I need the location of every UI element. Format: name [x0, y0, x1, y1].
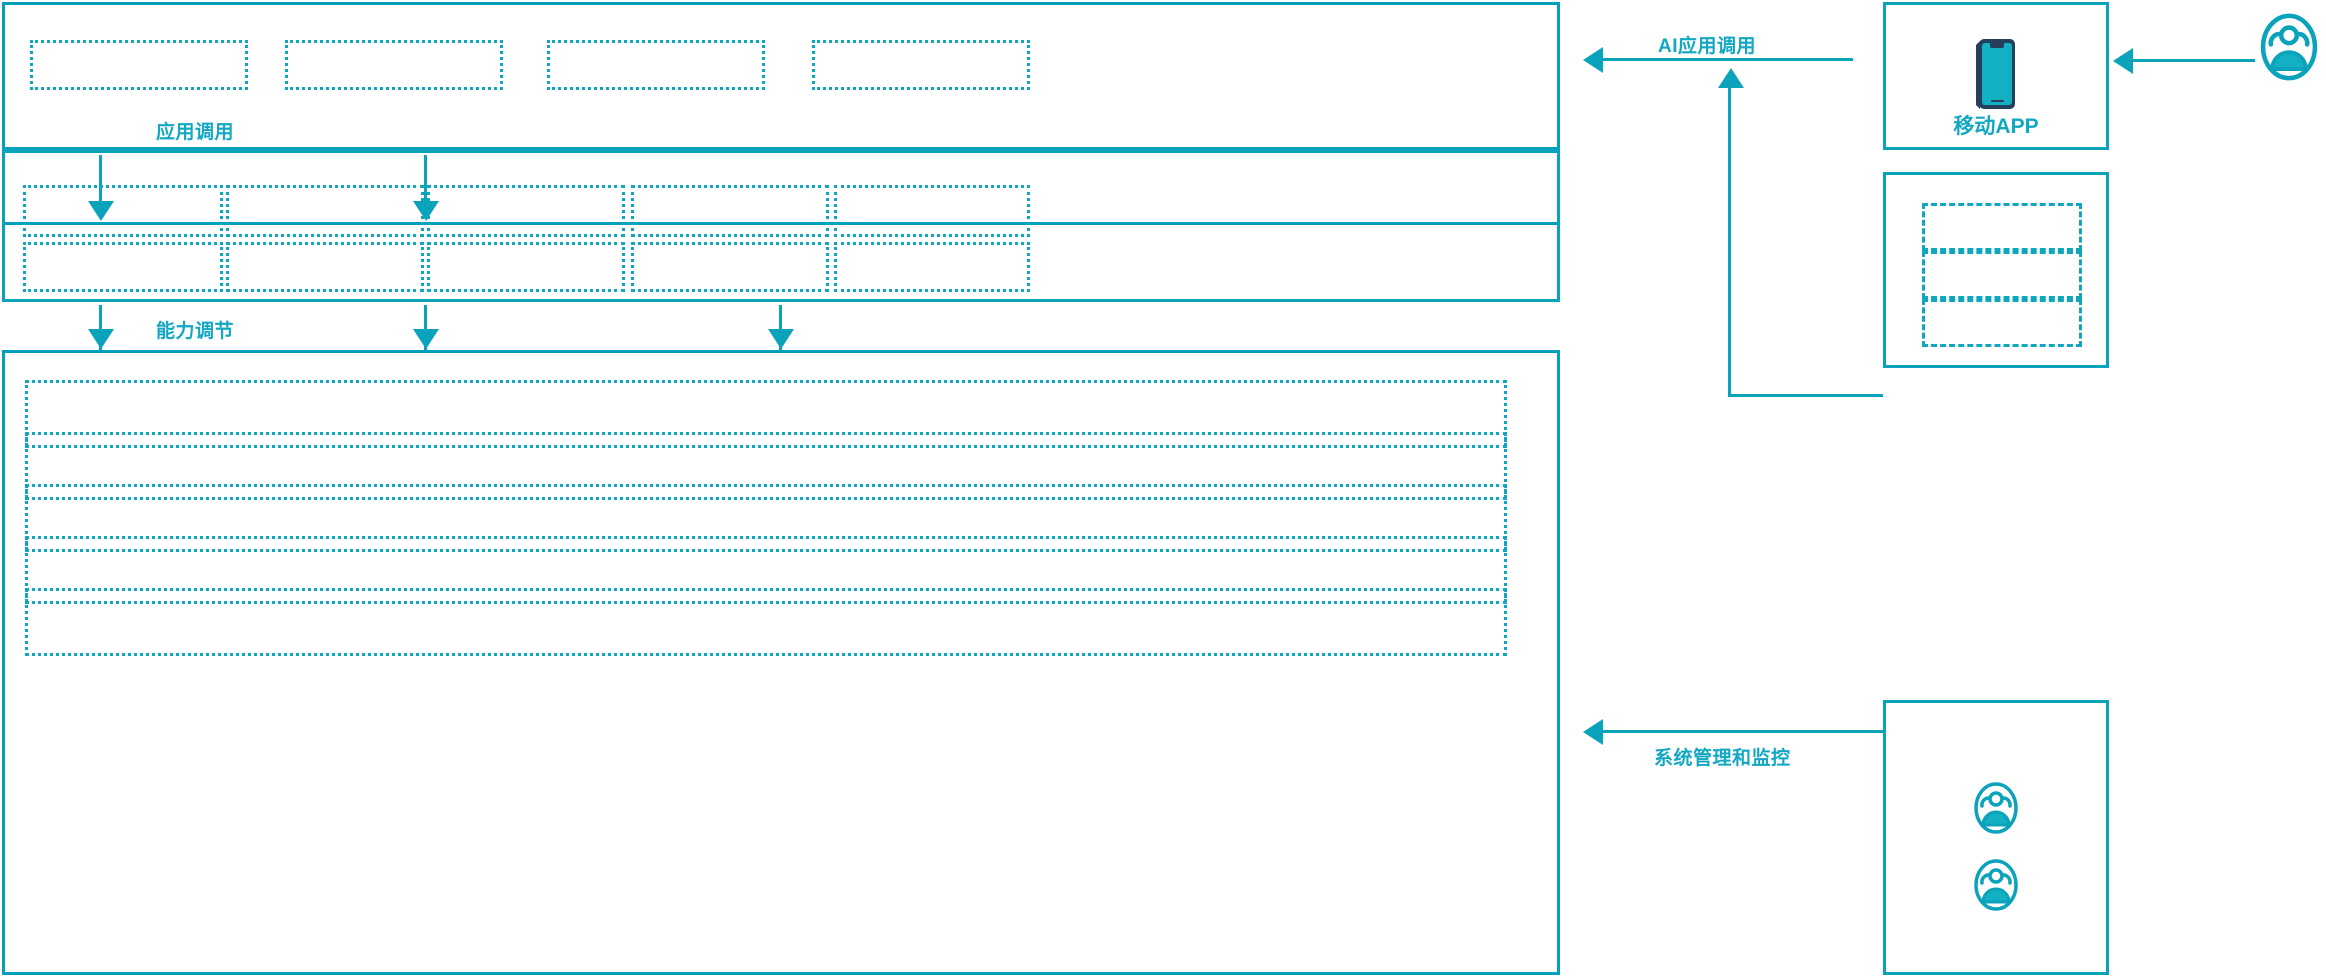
stacked-slot-1[interactable]: [1922, 203, 2082, 251]
user-group-icon-operator-1: [1973, 781, 2019, 840]
capability-slot-c1-bottom[interactable]: [23, 242, 223, 292]
capability-slot-c3-bottom[interactable]: [427, 242, 625, 292]
capability-slot-c4-top[interactable]: [631, 185, 829, 237]
capability-slot-c2-bottom[interactable]: [226, 242, 424, 292]
application-slot-1[interactable]: [30, 40, 248, 90]
user-to-app-arrow-line: [2133, 59, 2255, 62]
ai-app-call-arrow-head: [1583, 47, 1603, 73]
user-to-app-arrow-head: [2113, 48, 2133, 74]
infrastructure-row-3[interactable]: [25, 484, 1507, 552]
app-call-label: 应用调用: [156, 122, 235, 143]
stacked-card-elbow-arrow-head: [1718, 68, 1744, 88]
mobile-phone-icon: [1966, 31, 2026, 121]
ai-app-call-arrow-line: [1603, 58, 1853, 61]
stacked-card-elbow-vertical: [1728, 88, 1731, 396]
application-layer-panel: [2, 2, 1560, 150]
infrastructure-row-2[interactable]: [25, 432, 1507, 500]
application-slot-4[interactable]: [812, 40, 1030, 90]
capability-arrow-3-head: [768, 329, 794, 349]
infrastructure-row-4[interactable]: [25, 536, 1507, 604]
capability-slot-c3-top[interactable]: [427, 185, 625, 237]
capability-adjust-label: 能力调节: [156, 321, 235, 342]
app-call-arrow-2-line: [424, 155, 427, 205]
app-call-arrow-2-head: [413, 201, 439, 221]
capability-slot-c5-bottom[interactable]: [834, 242, 1030, 292]
infrastructure-row-5[interactable]: [25, 588, 1507, 656]
capability-slot-c5-top[interactable]: [834, 185, 1030, 237]
capability-arrow-2-head: [413, 329, 439, 349]
stacked-slots-card[interactable]: [1883, 172, 2109, 368]
application-slot-3[interactable]: [547, 40, 765, 90]
application-slot-2[interactable]: [285, 40, 503, 90]
capability-slot-c2-top[interactable]: [226, 185, 424, 237]
system-mgmt-arrow-head: [1583, 719, 1603, 745]
user-group-icon-operator-2: [1973, 858, 2019, 917]
system-mgmt-monitor-label: 系统管理和监控: [1654, 748, 1791, 769]
operators-card[interactable]: [1883, 700, 2109, 975]
ai-app-call-label: AI应用调用: [1658, 36, 1757, 57]
infrastructure-layer-panel: [2, 350, 1560, 975]
stacked-card-elbow-horizontal: [1728, 394, 1883, 397]
infrastructure-row-1[interactable]: [25, 380, 1507, 448]
mobile-app-card-label: 移动APP: [1953, 115, 2039, 138]
capability-slot-c4-bottom[interactable]: [631, 242, 829, 292]
external-user-group-icon: [2258, 12, 2320, 87]
stacked-slot-3[interactable]: [1922, 299, 2082, 347]
mobile-app-card[interactable]: 移动APP: [1883, 2, 2109, 150]
stacked-slot-2[interactable]: [1922, 251, 2082, 299]
capability-arrow-1-head: [88, 329, 114, 349]
system-mgmt-arrow-line: [1603, 730, 1883, 733]
app-call-arrow-1-line: [99, 155, 102, 205]
capability-slot-c1-top[interactable]: [23, 185, 223, 237]
app-call-arrow-1-head: [88, 201, 114, 221]
